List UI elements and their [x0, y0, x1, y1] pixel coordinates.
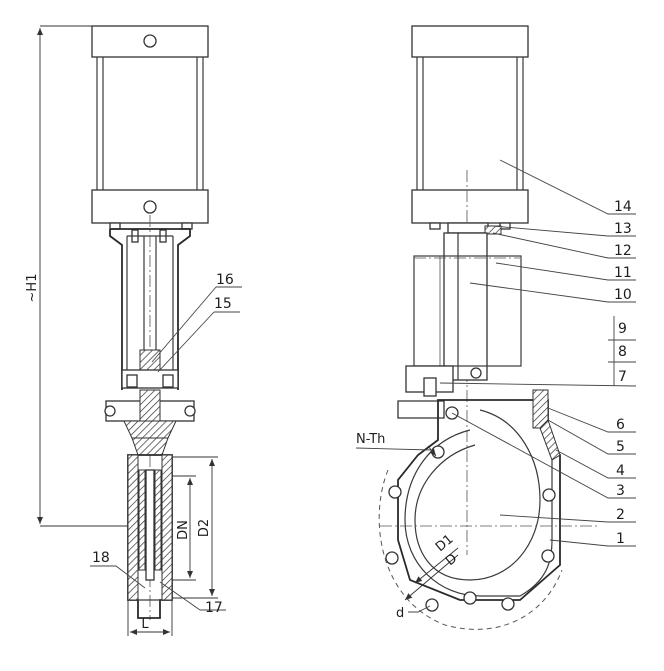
yoke-frame: [109, 228, 191, 390]
part-13-label: 13: [614, 221, 632, 237]
dim-d-small-label: d: [396, 606, 404, 621]
cylinder-bottom-cap-front: [411, 189, 529, 224]
part-11-label: 11: [614, 265, 632, 281]
bolt-circle: [378, 469, 563, 630]
cylinder-top-cap-front: [411, 25, 529, 58]
cylinder-body-front: [416, 57, 524, 190]
part-15-label: 15: [214, 296, 232, 312]
dim-dn-label: DN: [176, 520, 191, 540]
dim-d2-label: D2: [197, 519, 212, 537]
part-4-label: 4: [616, 463, 625, 479]
cylinder-body: [96, 57, 204, 190]
part-18-label: 18: [92, 550, 110, 566]
flange-bolt-holes: [385, 445, 556, 612]
part-10-label: 10: [614, 287, 632, 303]
side-view: ~H1 DN D2 L 16 15 18 17: [25, 25, 242, 636]
part-6-label: 6: [616, 417, 625, 433]
gate-plate: [145, 469, 155, 581]
part-3-label: 3: [616, 483, 625, 499]
front-view: D1 D d N-Th 14 13 12 11 10 9 8 7: [355, 25, 637, 630]
part-12-label: 12: [614, 243, 632, 259]
part-leaders: 14 13 12 11 10 9 8 7 6 5 4 3 2: [439, 159, 637, 547]
yoke-plate-front: [413, 255, 522, 367]
part-8-label: 8: [618, 344, 627, 360]
part-17-label: 17: [205, 600, 223, 616]
part-7-label: 7: [618, 369, 627, 385]
part-2-label: 2: [616, 507, 625, 523]
dim-l-label: L: [141, 617, 149, 632]
dim-h1-label: ~H1: [25, 274, 40, 303]
part-14-label: 14: [614, 199, 632, 215]
part-9-label: 9: [618, 321, 627, 337]
part-5-label: 5: [616, 439, 625, 455]
dim-d-cap-label: D: [443, 551, 460, 569]
dim-nth-label: N-Th: [356, 432, 385, 447]
part-1-label: 1: [616, 531, 625, 547]
part-16-label: 16: [216, 272, 234, 288]
